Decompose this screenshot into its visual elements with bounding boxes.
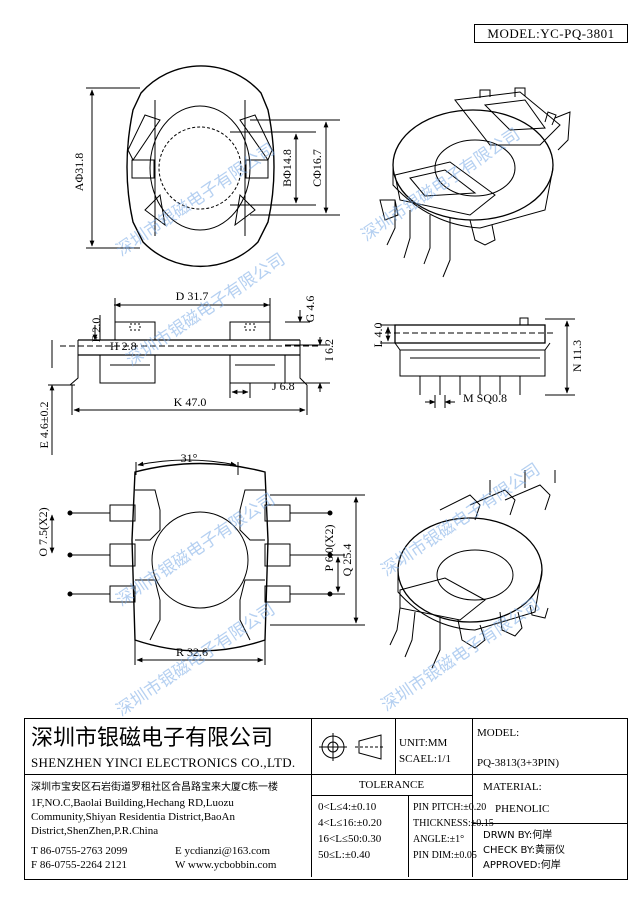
top-view xyxy=(86,65,340,268)
address-en-line-3: District,ShenZhen,P.R.China xyxy=(31,825,159,837)
company-name-en: SHENZHEN YINCI ELECTRONICS CO.,LTD. xyxy=(31,755,296,770)
dim-a-label: AΦ31.8 xyxy=(72,153,86,191)
dim-angle-label: 31° xyxy=(181,451,198,465)
dim-i-label: I 6.2 xyxy=(322,339,336,361)
model-value: PQ-3813(3+3PIN) xyxy=(477,757,559,769)
address-en-line-2: Community,Shiyan Residentia District,Bao… xyxy=(31,811,235,823)
dim-p-label: P 6.0(X2) xyxy=(322,525,336,572)
dim-k-label: K 47.0 xyxy=(174,395,207,409)
dim-l-label: L 4.0 xyxy=(371,323,385,348)
email: E ycdianzi@163.com xyxy=(175,845,271,857)
tolerance-row-1: 0<L≤4:±0.10 xyxy=(318,801,377,813)
tolerance-row-2: 4<L≤16:±0.20 xyxy=(318,817,382,829)
dim-g-label: G 4.6 xyxy=(303,296,317,323)
dim-m-label: M SQ0.8 xyxy=(463,391,507,405)
isometric-view-bottom xyxy=(389,470,556,669)
model-label: MODEL: xyxy=(477,727,520,739)
tolerance-title: TOLERANCE xyxy=(358,779,425,791)
telephone: T 86-0755-2763 2099 xyxy=(31,845,128,857)
fax: F 86-0755-2264 2121 xyxy=(31,859,127,871)
isometric-view-top xyxy=(379,87,571,278)
dim-h-label: H 2.8 xyxy=(110,339,137,353)
tolerance-row-4: 50≤L:±0.40 xyxy=(318,849,371,861)
address-cn: 深圳市宝安区石岩街道罗租社区合昌路宝来大厦C栋一楼 xyxy=(31,782,278,793)
dim-o-label: O 7.5(X2) xyxy=(36,507,50,556)
check-by: CHECK BY:黄丽仪 xyxy=(483,845,566,856)
front-view xyxy=(380,317,575,408)
material-value: PHENOLIC xyxy=(495,803,550,815)
drawn-by: DRWN BY:何岸 xyxy=(483,830,553,841)
dim-e-label: E 4.6±0.2 xyxy=(37,402,51,449)
dim-r-label: R 32.6 xyxy=(176,645,208,659)
scale-label: SCAEL:1/1 xyxy=(399,753,451,765)
address-en-line-1: 1F,NO.C,Baolai Building,Hechang RD,Luozu xyxy=(31,797,234,809)
projection-symbol-icon xyxy=(319,733,385,761)
dim-d-label: D 31.7 xyxy=(176,289,209,303)
dim-j-label: J 6.8 xyxy=(272,379,295,393)
tolerance-row-3: 16<L≤50:0.30 xyxy=(318,833,382,845)
material-label: MATERIAL: xyxy=(483,781,542,793)
pin-pitch-tolerance: PIN PITCH:±0.20 xyxy=(413,802,487,813)
thickness-tolerance: THICKNESS:±0.15 xyxy=(413,818,494,829)
pin-dim-tolerance: PIN DIM:±0.05 xyxy=(413,850,477,861)
dim-b-label: BΦ14.8 xyxy=(280,149,294,187)
approved-by: APPROVED:何岸 xyxy=(483,860,561,871)
dim-f-label: F 2.0 xyxy=(89,318,103,343)
bottom-view xyxy=(49,459,365,665)
side-view xyxy=(48,298,330,455)
angle-tolerance: ANGLE:±1° xyxy=(413,834,465,845)
dim-c-label: CΦ16.7 xyxy=(310,149,324,187)
company-name-cn: 深圳市银磁电子有限公司 xyxy=(31,726,274,751)
unit-label: UNIT:MM xyxy=(399,737,448,749)
title-block: 深圳市银磁电子有限公司 SHENZHEN YINCI ELECTRONICS C… xyxy=(24,718,628,880)
model-header: MODEL:YC-PQ-3801 xyxy=(474,24,628,43)
dim-q-label: Q 25.4 xyxy=(340,544,354,577)
website: W www.ycbobbin.com xyxy=(175,859,277,871)
dim-n-label: N 11.3 xyxy=(570,340,584,372)
technical-drawing: AΦ31.8 BΦ14.8 CΦ16.7 D 31.7 F 2.0 G 4.6 … xyxy=(36,65,584,669)
